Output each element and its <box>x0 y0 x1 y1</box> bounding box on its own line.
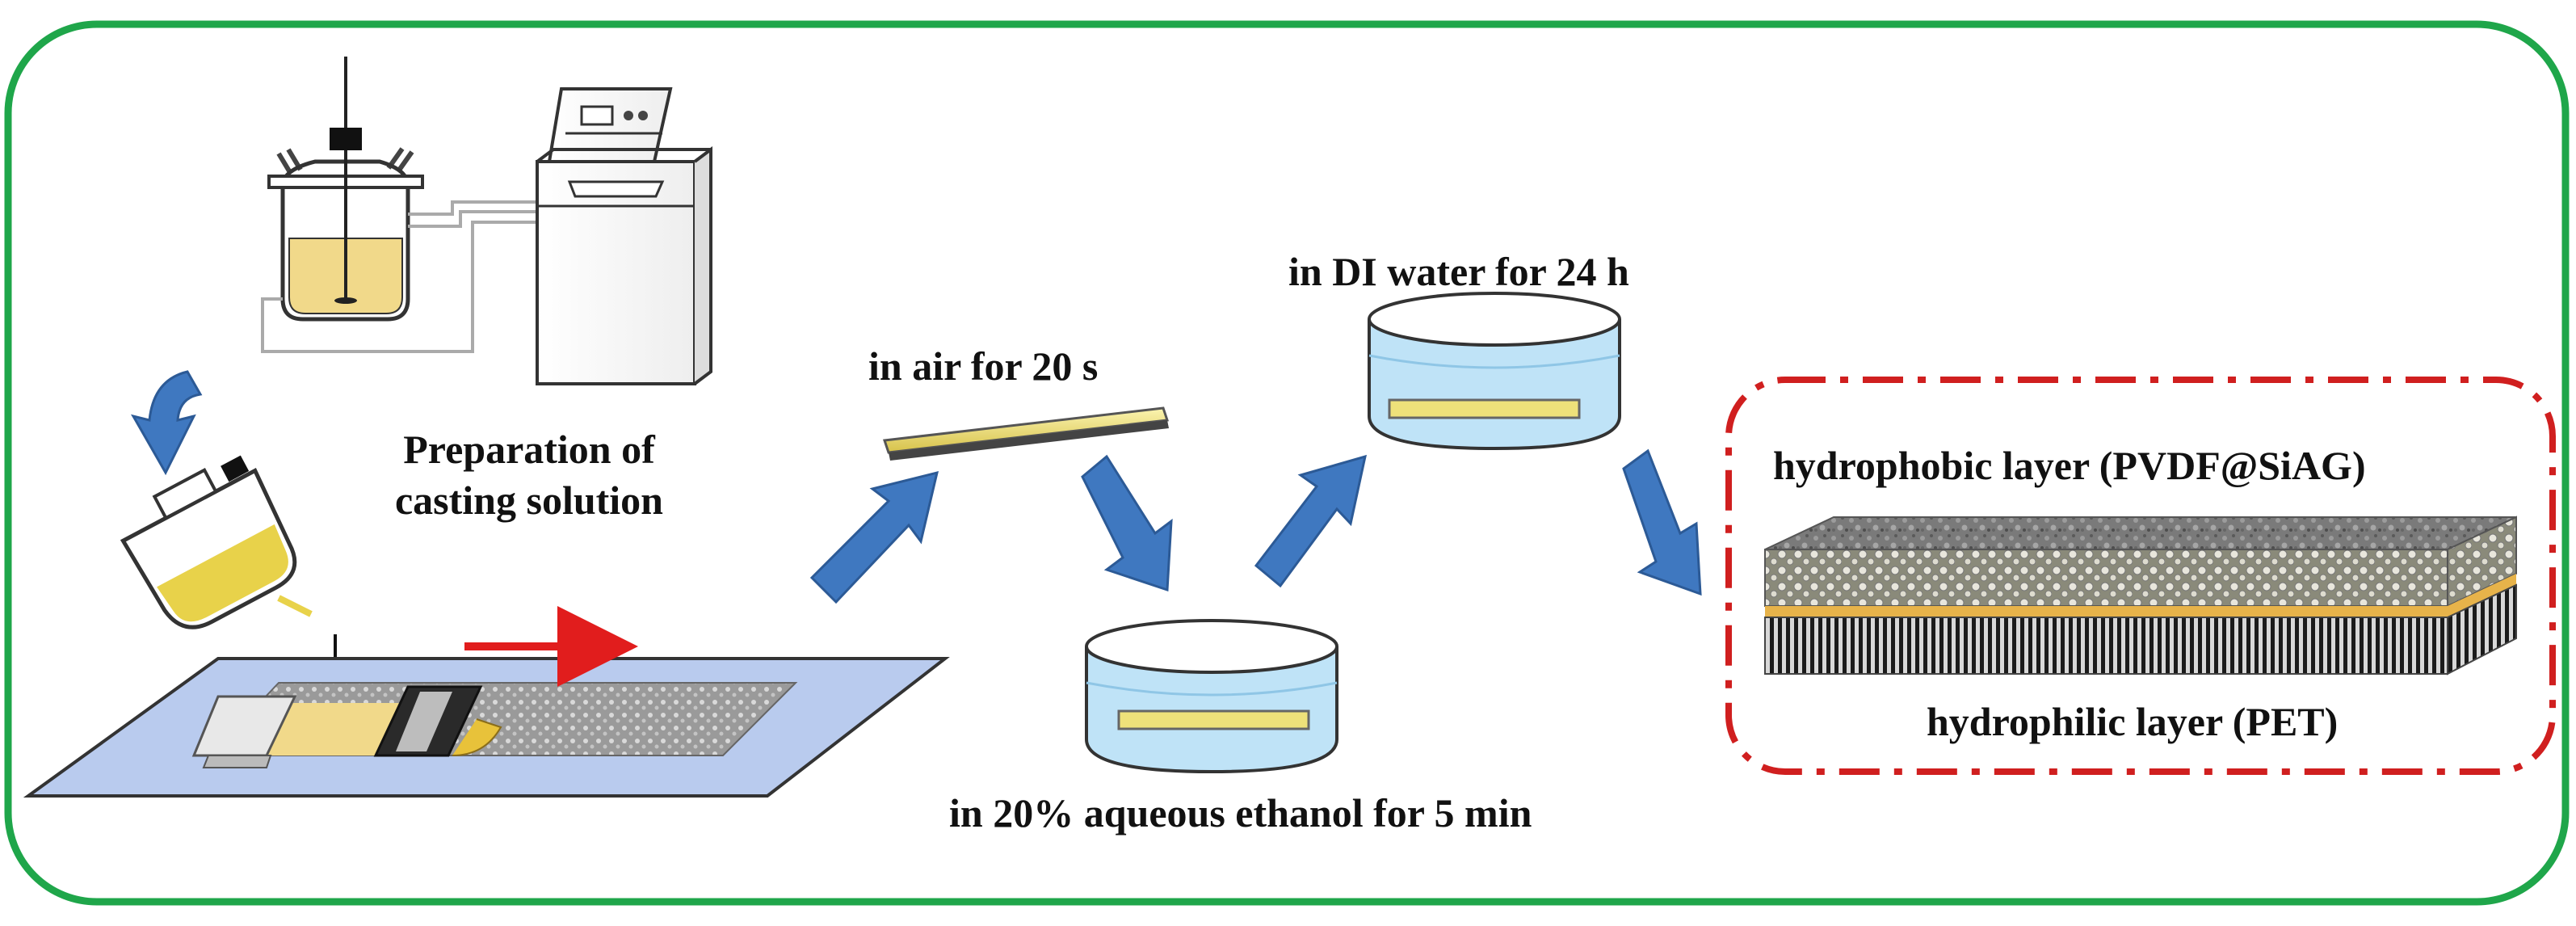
film-strip-icon <box>882 406 1170 461</box>
label-air: in air for 20 s <box>868 343 1099 389</box>
label-preparation-line2: casting solution <box>394 477 663 523</box>
label-preparation: Preparation of casting solution <box>347 424 711 525</box>
petri-dish-icon <box>1368 292 1621 451</box>
step-arrow-1 <box>809 470 939 604</box>
step-arrow-3 <box>1254 454 1367 588</box>
reactor-vessel-icon <box>261 57 537 353</box>
label-ethanol: in 20% aqueous ethanol for 5 min <box>949 790 1532 836</box>
label-preparation-line1: Preparation of <box>403 427 655 472</box>
thermostat-bath-icon <box>536 87 712 385</box>
result-box <box>1725 377 2556 775</box>
step-arrow-2 <box>1081 454 1173 592</box>
curved-arrow <box>130 370 203 476</box>
casting-plate-icon <box>23 606 950 798</box>
label-di-water: in DI water for 24 h <box>1288 249 1629 294</box>
label-hydrophilic: hydrophilic layer (PET) <box>1927 699 2339 744</box>
step-arrow-4 <box>1622 448 1702 596</box>
step-arrows <box>809 448 1702 604</box>
petri-dish-icon <box>1085 619 1338 774</box>
membrane-layers-icon <box>1764 516 2517 676</box>
outer-frame <box>4 20 2570 906</box>
label-hydrophobic: hydrophobic layer (PVDF@SiAG) <box>1773 443 2366 488</box>
pouring-flask-icon <box>120 455 348 688</box>
